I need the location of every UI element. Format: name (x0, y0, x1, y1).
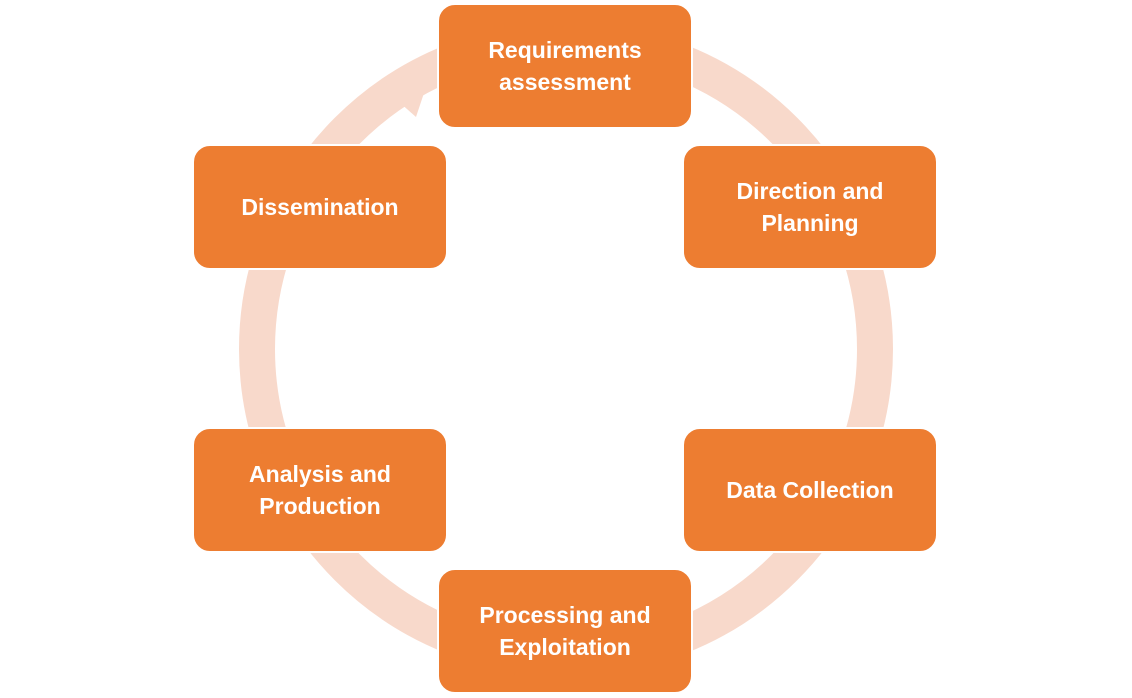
step-label: Data Collection (726, 477, 894, 503)
step-label: Direction and Planning (736, 178, 884, 236)
step-processing-and-exploitation: Processing and Exploitation (437, 568, 693, 694)
step-dissemination: Dissemination (192, 144, 448, 270)
cycle-arrow-icon (381, 63, 434, 117)
step-label: Analysis and Production (249, 461, 391, 519)
step-data-collection: Data Collection (682, 427, 938, 553)
step-direction-and-planning: Direction and Planning (682, 144, 938, 270)
cycle-ring-band (239, 22, 893, 676)
step-label: Requirements assessment (488, 37, 642, 95)
step-label: Dissemination (241, 194, 399, 220)
step-label: Processing and Exploitation (479, 602, 651, 660)
step-requirements-assessment: Requirements assessment (437, 3, 693, 129)
step-analysis-and-production: Analysis and Production (192, 427, 448, 553)
